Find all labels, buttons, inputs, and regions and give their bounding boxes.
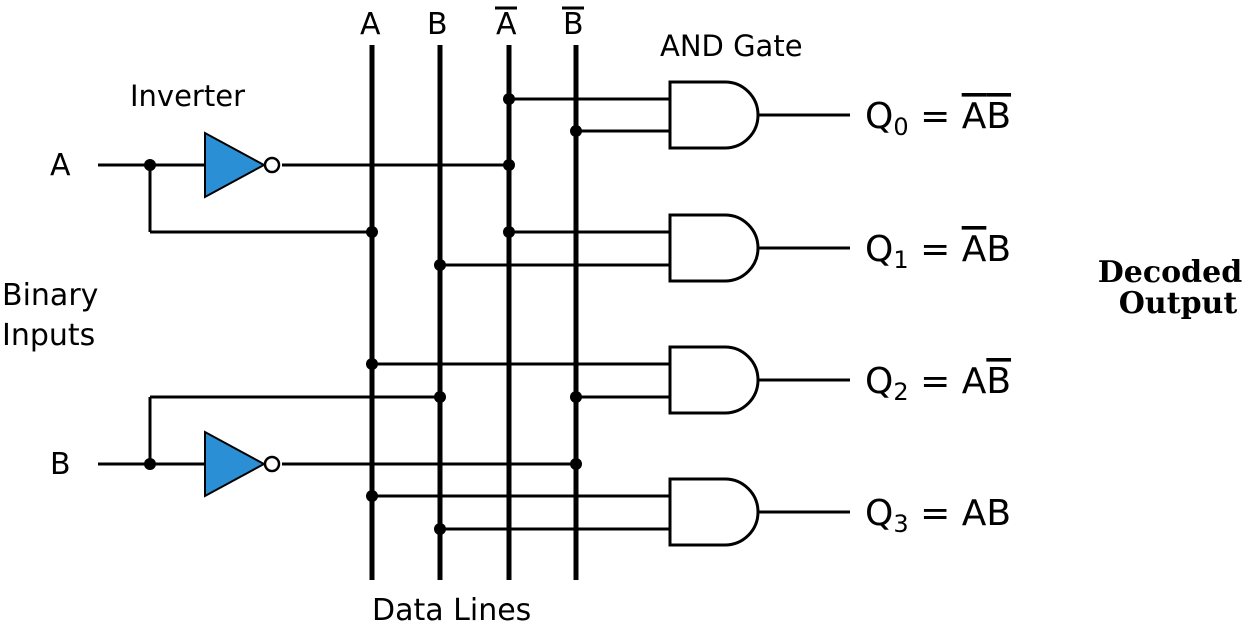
data-lines-label: Data Lines: [372, 593, 531, 628]
input-b-wiring: [98, 391, 582, 470]
output-q2: Q2 = AB: [865, 361, 1011, 406]
junction-dot: [366, 226, 378, 238]
and-gate-0: [503, 80, 850, 150]
binary-inputs-label-line2: Inputs: [2, 318, 95, 353]
bus-label-b-not: B: [563, 7, 584, 42]
junction-dot: [434, 259, 446, 271]
decoded-output-label-line1: Decoded: [1098, 255, 1242, 290]
binary-inputs-label-line1: Binary: [2, 278, 98, 313]
junction-dot: [144, 159, 156, 171]
junction-dot: [570, 391, 582, 403]
input-a-wiring: [98, 159, 515, 238]
junction-dot: [434, 391, 446, 403]
and-gate-2: [366, 345, 850, 415]
output-q3: Q3 = AB: [865, 493, 1011, 538]
output-q0: Q0 = AB: [865, 96, 1011, 141]
inverter-b: [204, 430, 281, 498]
junction-dot: [570, 125, 582, 137]
and-gate-body: [668, 213, 760, 283]
inverter-bubble: [263, 455, 281, 473]
junction-dot: [570, 458, 582, 470]
inverter-a: [204, 131, 281, 199]
junction-dot: [503, 226, 515, 238]
input-a-label: A: [50, 148, 71, 183]
bus-label-a-not: A: [496, 7, 517, 42]
and-gate-3: [366, 477, 850, 547]
decoded-output-label-line2: Output: [1119, 286, 1238, 321]
data-bus: [369, 45, 579, 580]
inverter-bubble: [263, 156, 281, 174]
junction-dot: [144, 458, 156, 470]
and-gate-1: [434, 213, 850, 283]
inverter-triangle: [204, 430, 267, 498]
junction-dot: [503, 159, 515, 171]
junction-dot: [503, 93, 515, 105]
input-b-label: B: [50, 447, 71, 482]
junction-dot: [434, 523, 446, 535]
and-gate-body: [668, 345, 760, 415]
inverter-label: Inverter: [130, 79, 245, 113]
and-gate-label: AND Gate: [660, 29, 803, 63]
output-q1: Q1 = AB: [865, 229, 1011, 274]
and-gate-body: [668, 477, 760, 547]
and-gate-body: [668, 80, 760, 150]
junction-dot: [366, 490, 378, 502]
bus-label-b: B: [427, 7, 448, 42]
bus-label-a: A: [360, 7, 381, 42]
inverter-triangle: [204, 131, 267, 199]
junction-dot: [366, 358, 378, 370]
